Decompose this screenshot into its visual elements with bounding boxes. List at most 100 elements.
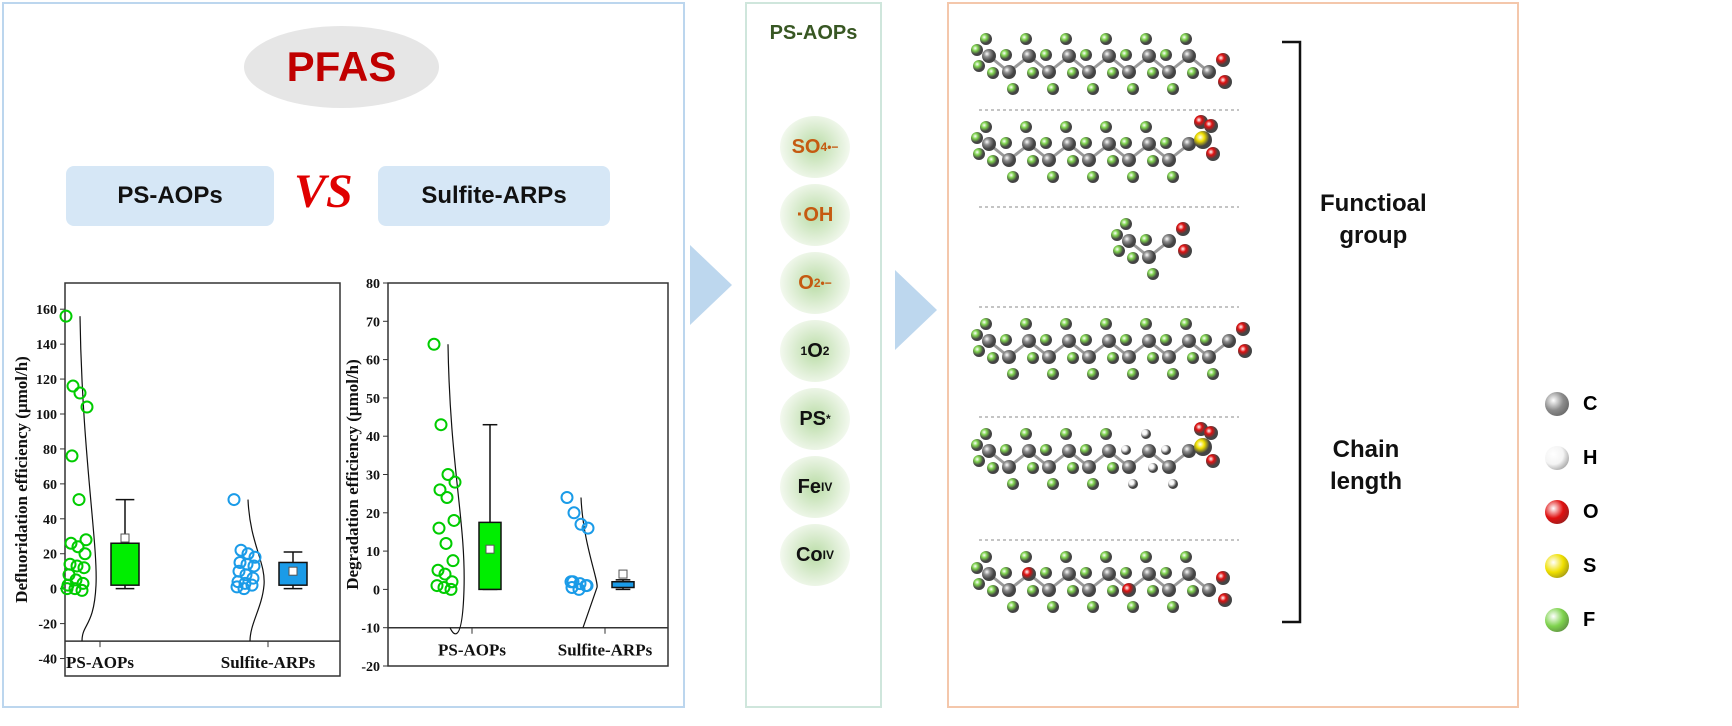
arrow-right-icon — [690, 245, 732, 325]
atom — [1042, 65, 1056, 79]
density-curve — [580, 497, 598, 628]
y-tick-label: -20 — [361, 660, 380, 675]
atom — [1148, 463, 1158, 473]
atom — [1022, 567, 1036, 581]
legend-label: O — [1583, 500, 1599, 523]
data-point — [239, 568, 253, 582]
data-point — [430, 579, 444, 593]
atom — [1067, 67, 1079, 79]
atom — [1102, 334, 1116, 348]
atom — [1160, 567, 1172, 579]
y-tick-label: -10 — [361, 622, 380, 637]
atom — [1102, 49, 1116, 63]
data-point — [234, 543, 248, 557]
atom — [1060, 121, 1072, 133]
legend-label: H — [1583, 446, 1598, 469]
y-axis-label: Defluoridation efficiency (μmol/h) — [12, 356, 31, 603]
atom — [1000, 444, 1012, 456]
atom — [982, 137, 996, 151]
atom — [1027, 585, 1039, 597]
atom — [1176, 222, 1190, 236]
y-tick-label: 80 — [366, 277, 380, 292]
box — [611, 580, 635, 589]
atom — [1200, 334, 1212, 346]
middle-title: PS-AOPs — [769, 22, 858, 44]
atom — [1002, 460, 1016, 474]
atom — [1002, 153, 1016, 167]
y-tick-label: 50 — [366, 392, 380, 407]
atom — [1140, 318, 1152, 330]
atom — [1007, 83, 1019, 95]
atom — [1160, 334, 1172, 346]
atom — [1082, 153, 1096, 167]
mean-marker — [618, 569, 628, 579]
data-point — [565, 580, 579, 594]
atom — [980, 121, 992, 133]
data-point — [439, 536, 453, 550]
atom — [1194, 438, 1212, 456]
atom-icon — [1545, 446, 1569, 470]
atom — [1127, 83, 1139, 95]
legend-label: F — [1583, 608, 1596, 631]
atom — [1142, 334, 1156, 348]
atom — [971, 562, 983, 574]
data-point — [567, 506, 581, 520]
atom — [1161, 445, 1171, 455]
atom — [1020, 318, 1032, 330]
y-tick-label: 30 — [366, 469, 380, 484]
atom — [1182, 137, 1196, 151]
y-tick-label: 20 — [43, 548, 57, 563]
atom — [1000, 334, 1012, 346]
atom — [1087, 368, 1099, 380]
atom — [1087, 478, 1099, 490]
data-point — [579, 579, 593, 593]
atom — [982, 334, 996, 348]
atom — [1080, 444, 1092, 456]
atom — [1062, 49, 1076, 63]
atom — [1060, 318, 1072, 330]
data-point — [237, 582, 251, 596]
atom — [1168, 479, 1178, 489]
data-point — [72, 493, 86, 507]
legend-item: O — [1545, 500, 1599, 524]
atom — [1080, 49, 1092, 61]
legend-item: H — [1545, 446, 1597, 470]
mean-marker — [288, 566, 298, 576]
atom — [1182, 444, 1196, 458]
y-tick-label: 0 — [50, 583, 57, 598]
atom — [1080, 137, 1092, 149]
data-point — [64, 536, 78, 550]
atom — [1080, 567, 1092, 579]
atom — [1042, 153, 1056, 167]
atom — [1122, 460, 1136, 474]
data-point — [440, 490, 454, 504]
atom — [1100, 121, 1112, 133]
atom — [1002, 350, 1016, 364]
atom — [980, 428, 992, 440]
atom — [1147, 155, 1159, 167]
atom — [1162, 583, 1176, 597]
atom — [1202, 350, 1216, 364]
atom-icon — [1545, 608, 1569, 632]
data-point — [75, 583, 89, 597]
left-panel: PFAS PS-AOPs VS Sulfite-ARPs — [2, 2, 685, 708]
species-4: PS* — [780, 388, 850, 450]
atom — [1062, 444, 1076, 458]
atom — [1100, 551, 1112, 563]
atom — [1216, 571, 1230, 585]
atom — [1107, 462, 1119, 474]
atom — [1142, 567, 1156, 581]
vs-label: VS — [294, 165, 353, 218]
atom — [980, 551, 992, 563]
atom-icon — [1545, 392, 1569, 416]
atom — [1207, 368, 1219, 380]
atom — [1202, 65, 1216, 79]
atom-icon — [1545, 500, 1569, 524]
atom — [1060, 33, 1072, 45]
data-point — [431, 563, 445, 577]
atom — [1206, 454, 1220, 468]
molecules — [971, 33, 1252, 613]
data-point — [434, 418, 448, 432]
